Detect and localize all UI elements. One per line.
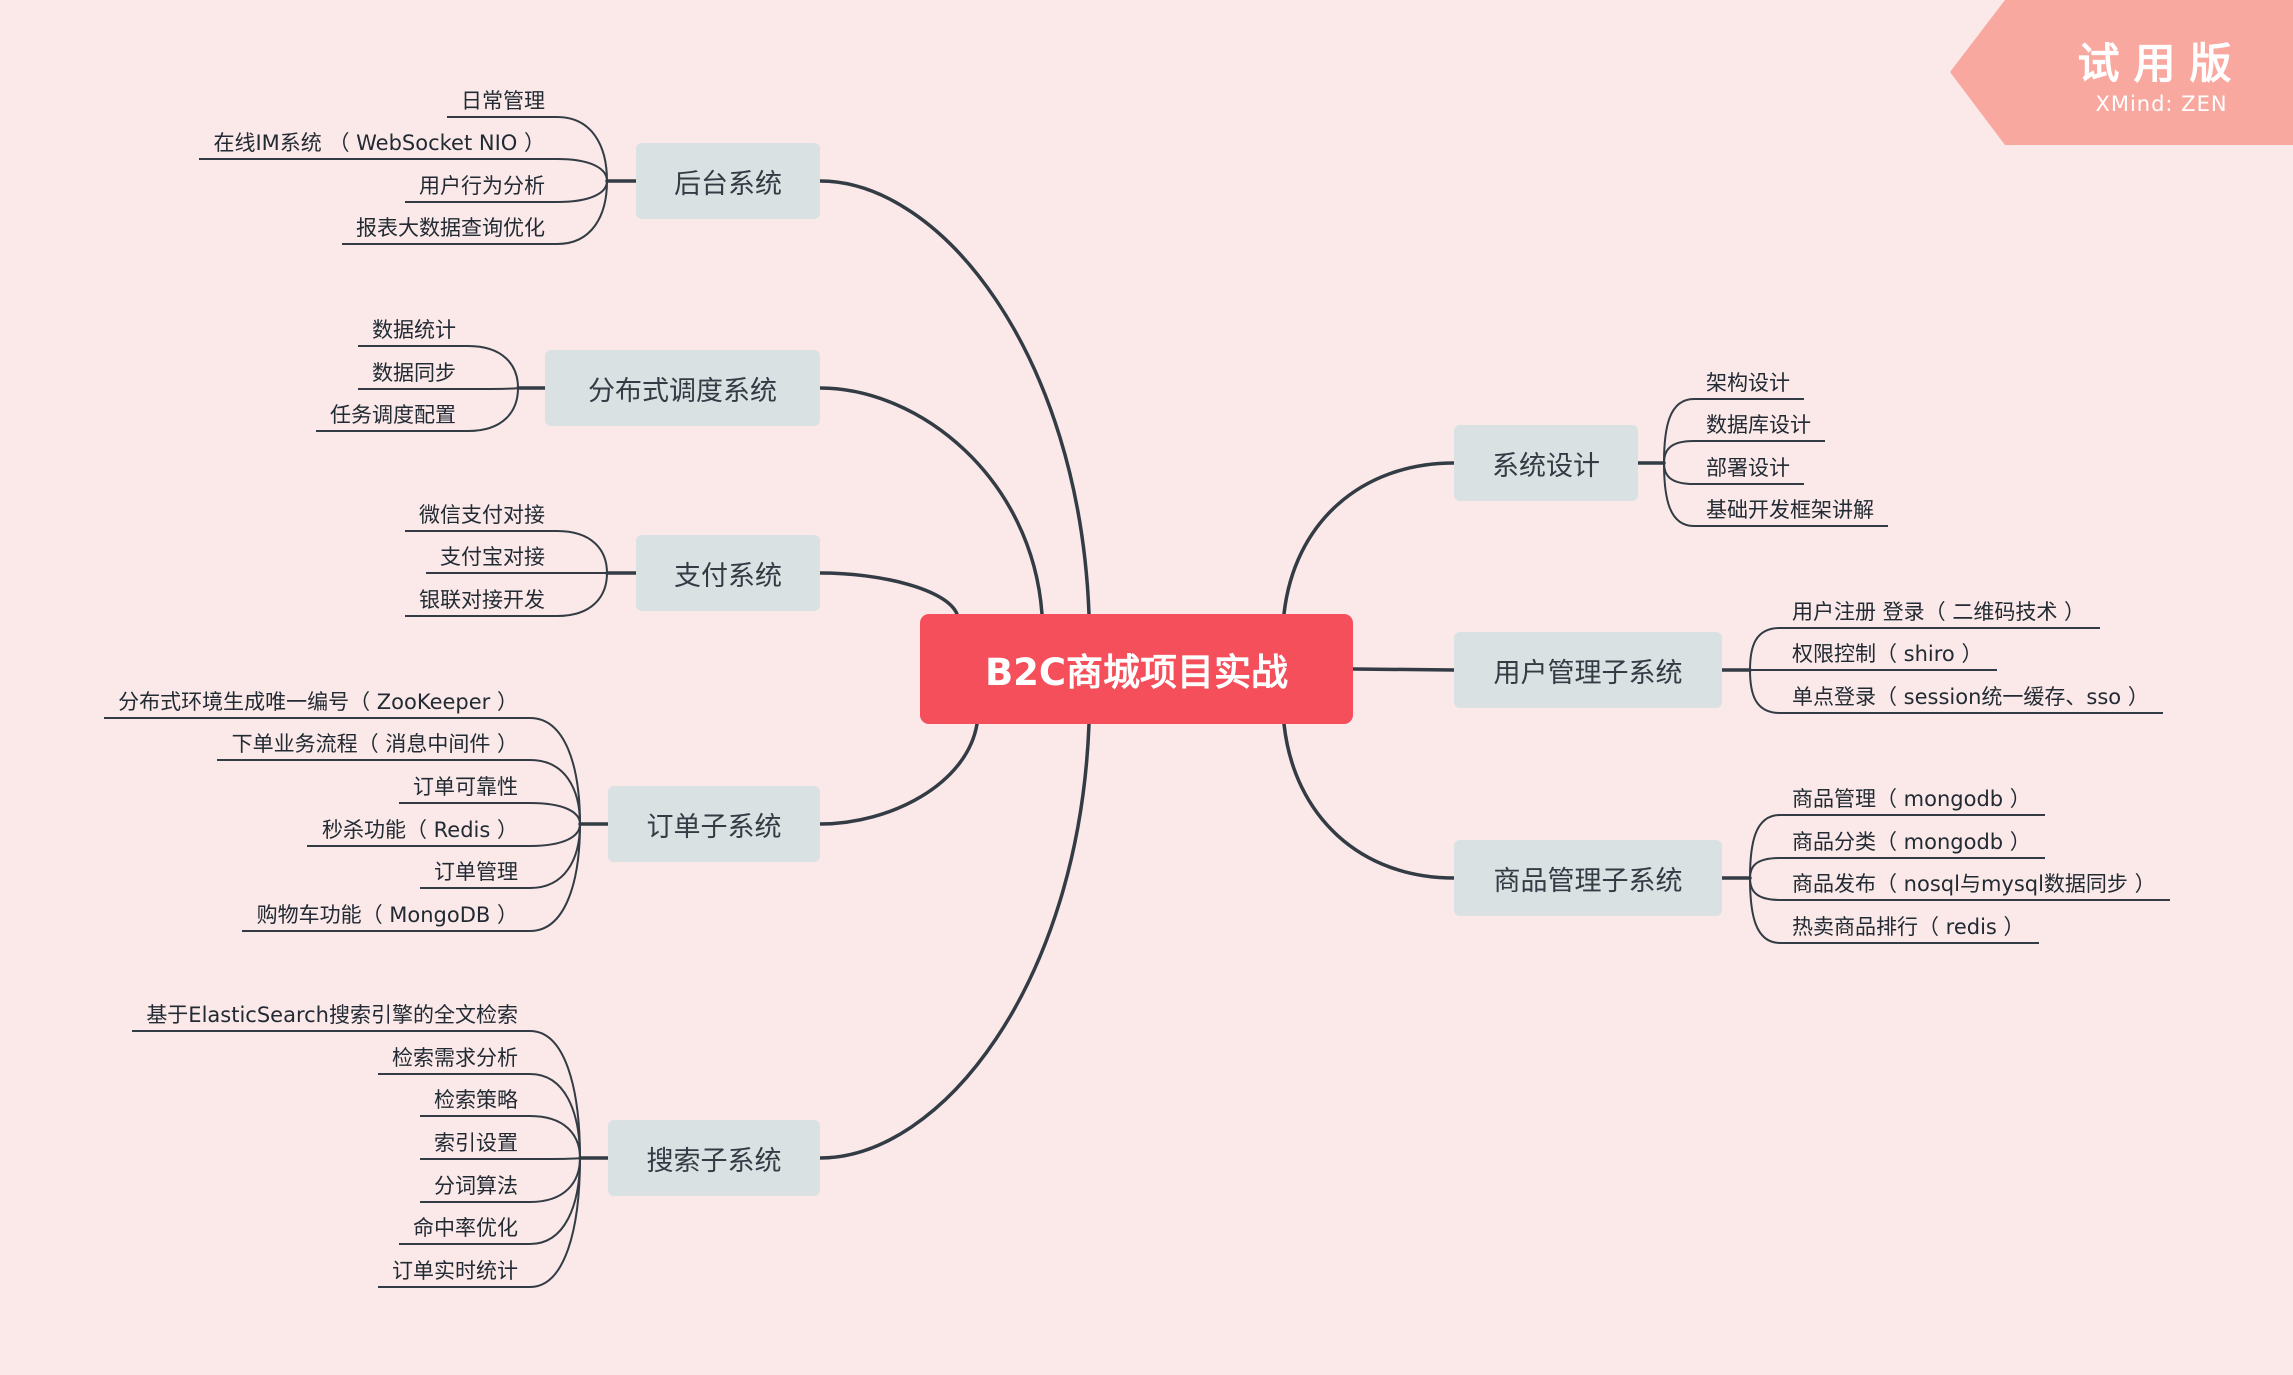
branch-topic[interactable]: 系统设计 xyxy=(1454,425,1638,501)
connector-line xyxy=(818,386,1044,616)
leaf-topic[interactable]: 检索需求分析 xyxy=(378,1043,530,1075)
branch-topic[interactable]: 分布式调度系统 xyxy=(545,350,820,426)
leaf-topic[interactable]: 分词算法 xyxy=(420,1171,530,1203)
root-topic-label: B2C商城项目实战 xyxy=(984,651,1289,694)
leaf-connector xyxy=(556,116,608,182)
leaf-topic[interactable]: 用户行为分析 xyxy=(405,171,557,203)
leaf-topic[interactable]: 银联对接开发 xyxy=(405,585,557,617)
connector-line xyxy=(1351,667,1456,672)
branch-topic-label: 分布式调度系统 xyxy=(588,375,777,407)
leaf-topic[interactable]: 任务调度配置 xyxy=(316,400,468,432)
leaf-topic[interactable]: 订单管理 xyxy=(420,857,530,889)
leaf-connector xyxy=(529,1115,581,1159)
connector-line xyxy=(818,571,959,616)
leaf-topic[interactable]: 索引设置 xyxy=(420,1128,530,1160)
leaf-connector xyxy=(529,823,581,889)
leaf-connector xyxy=(1749,627,1781,671)
leaf-topic[interactable]: 热卖商品排行（ redis ） xyxy=(1780,912,2039,944)
connector-line xyxy=(818,179,1091,616)
branch-topic[interactable]: 后台系统 xyxy=(636,143,820,219)
leaf-topic[interactable]: 架构设计 xyxy=(1694,368,1804,400)
leaf-topic[interactable]: 权限控制（ shiro ） xyxy=(1780,639,1997,671)
watermark-arrow-shape xyxy=(1950,0,2293,145)
trial-watermark: 试用版 XMind: ZEN xyxy=(1950,0,2293,145)
leaf-connector xyxy=(467,387,519,432)
leaf-connector xyxy=(529,1030,581,1159)
leaf-connector xyxy=(1749,857,1781,879)
leaf-connector xyxy=(1663,462,1695,527)
leaf-connector xyxy=(529,823,581,932)
leaf-topic[interactable]: 检索策略 xyxy=(420,1085,530,1117)
leaf-connector xyxy=(1663,462,1695,485)
branch-topic[interactable]: 商品管理子系统 xyxy=(1454,840,1722,916)
leaf-topic[interactable]: 数据统计 xyxy=(358,315,468,347)
branch-topic-label: 搜索子系统 xyxy=(646,1145,782,1177)
root-topic[interactable]: B2C商城项目实战 xyxy=(920,614,1353,724)
leaf-topic[interactable]: 商品分类（ mongodb ） xyxy=(1780,827,2045,859)
connector-line xyxy=(818,722,1091,1160)
branch-topic-label: 商品管理子系统 xyxy=(1493,865,1683,897)
connector-line xyxy=(1282,722,1456,880)
leaf-topic[interactable]: 基于ElasticSearch搜索引擎的全文检索 xyxy=(132,1000,530,1032)
leaf-topic[interactable]: 部署设计 xyxy=(1694,453,1804,485)
leaf-connector xyxy=(529,717,581,825)
leaf-topic[interactable]: 商品管理（ mongodb ） xyxy=(1780,784,2045,816)
branch-topic[interactable]: 用户管理子系统 xyxy=(1454,632,1722,708)
branch-topic-label: 支付系统 xyxy=(674,560,782,592)
leaf-topic[interactable]: 命中率优化 xyxy=(399,1213,530,1245)
leaf-connector xyxy=(529,1157,581,1288)
leaf-topic[interactable]: 报表大数据查询优化 xyxy=(342,213,557,245)
leaf-connector xyxy=(529,759,581,825)
leaf-connector xyxy=(467,387,519,390)
leaf-connector xyxy=(556,180,608,245)
leaf-connector xyxy=(1663,398,1695,464)
leaf-topic[interactable]: 分布式环境生成唯一编号（ ZooKeeper ） xyxy=(104,687,530,719)
leaf-topic[interactable]: 基础开发框架讲解 xyxy=(1694,495,1888,527)
leaf-connector xyxy=(529,802,581,825)
leaf-connector xyxy=(529,823,581,847)
leaf-topic[interactable]: 在线IM系统 （ WebSocket NIO ） xyxy=(199,128,557,160)
leaf-topic[interactable]: 订单可靠性 xyxy=(399,772,530,804)
leaf-connector xyxy=(1749,814,1781,879)
branch-topic-label: 后台系统 xyxy=(674,168,782,200)
leaf-topic[interactable]: 支付宝对接 xyxy=(426,542,557,574)
branch-topic-label: 订单子系统 xyxy=(646,811,782,843)
branch-topic[interactable]: 搜索子系统 xyxy=(608,1120,820,1196)
leaf-topic[interactable]: 商品发布（ nosql与mysql数据同步 ） xyxy=(1780,869,2170,901)
leaf-connector xyxy=(467,345,519,389)
leaf-topic[interactable]: 数据同步 xyxy=(358,358,468,390)
leaf-connector xyxy=(556,158,608,182)
watermark-title: 试用版 xyxy=(2077,39,2246,88)
connector-line xyxy=(818,722,979,826)
leaf-topic[interactable]: 日常管理 xyxy=(447,86,557,118)
leaf-connector xyxy=(529,1157,581,1203)
branch-topic-label: 用户管理子系统 xyxy=(1493,657,1683,689)
leaf-connector xyxy=(1749,877,1781,901)
branch-topic[interactable]: 订单子系统 xyxy=(608,786,820,862)
watermark-subtitle: XMind: ZEN xyxy=(2095,92,2228,116)
leaf-topic[interactable]: 订单实时统计 xyxy=(378,1256,530,1288)
connector-line xyxy=(1282,461,1456,616)
leaf-connector xyxy=(556,180,608,203)
leaf-topic[interactable]: 单点登录（ session统一缓存、sso ） xyxy=(1780,682,2163,714)
leaf-topic[interactable]: 用户注册 登录（ 二维码技术 ） xyxy=(1780,597,2100,629)
leaf-topic[interactable]: 秒杀功能（ Redis ） xyxy=(307,815,530,847)
leaf-connector xyxy=(1749,669,1781,714)
leaf-connector xyxy=(1749,877,1781,944)
branch-topic[interactable]: 支付系统 xyxy=(636,535,820,611)
leaf-connector xyxy=(556,530,608,574)
leaf-topic[interactable]: 下单业务流程（ 消息中间件 ） xyxy=(217,729,530,761)
leaf-connector xyxy=(529,1073,581,1159)
leaf-connector xyxy=(529,1157,581,1160)
leaf-topic[interactable]: 购物车功能（ MongoDB ） xyxy=(242,900,530,932)
branch-topic-label: 系统设计 xyxy=(1492,450,1600,482)
leaf-connector xyxy=(556,572,608,617)
leaf-topic[interactable]: 数据库设计 xyxy=(1694,410,1825,442)
leaf-connector xyxy=(1663,440,1695,464)
leaf-topic[interactable]: 微信支付对接 xyxy=(405,500,557,532)
